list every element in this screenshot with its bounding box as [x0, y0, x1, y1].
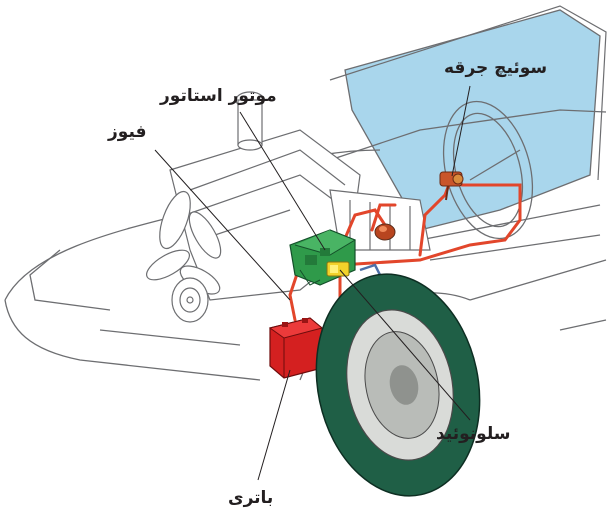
car-body-outline [4, 109, 607, 381]
leader-lines [154, 85, 471, 481]
solenoid-component [326, 261, 350, 277]
label-solenoid: سلونوئید [436, 424, 511, 444]
label-battery: باتری [228, 488, 274, 508]
leader-solenoid [339, 269, 471, 421]
leader-starter [239, 111, 326, 251]
battery-component [268, 317, 324, 379]
leader-fuse [154, 149, 291, 301]
front-wheel [315, 273, 481, 497]
label-starter-motor: موتور استاتور [160, 86, 277, 106]
leader-ignition [451, 85, 471, 177]
windshield-frame [329, 5, 607, 181]
windshield [344, 9, 601, 231]
fan-pulley [146, 190, 222, 323]
label-fuse: فیوز [108, 122, 147, 142]
fuse-component [374, 223, 396, 241]
leader-battery [257, 369, 291, 481]
ignition-switch-component [439, 171, 464, 201]
label-ignition-switch: سوئیچ جرقه [444, 58, 548, 78]
